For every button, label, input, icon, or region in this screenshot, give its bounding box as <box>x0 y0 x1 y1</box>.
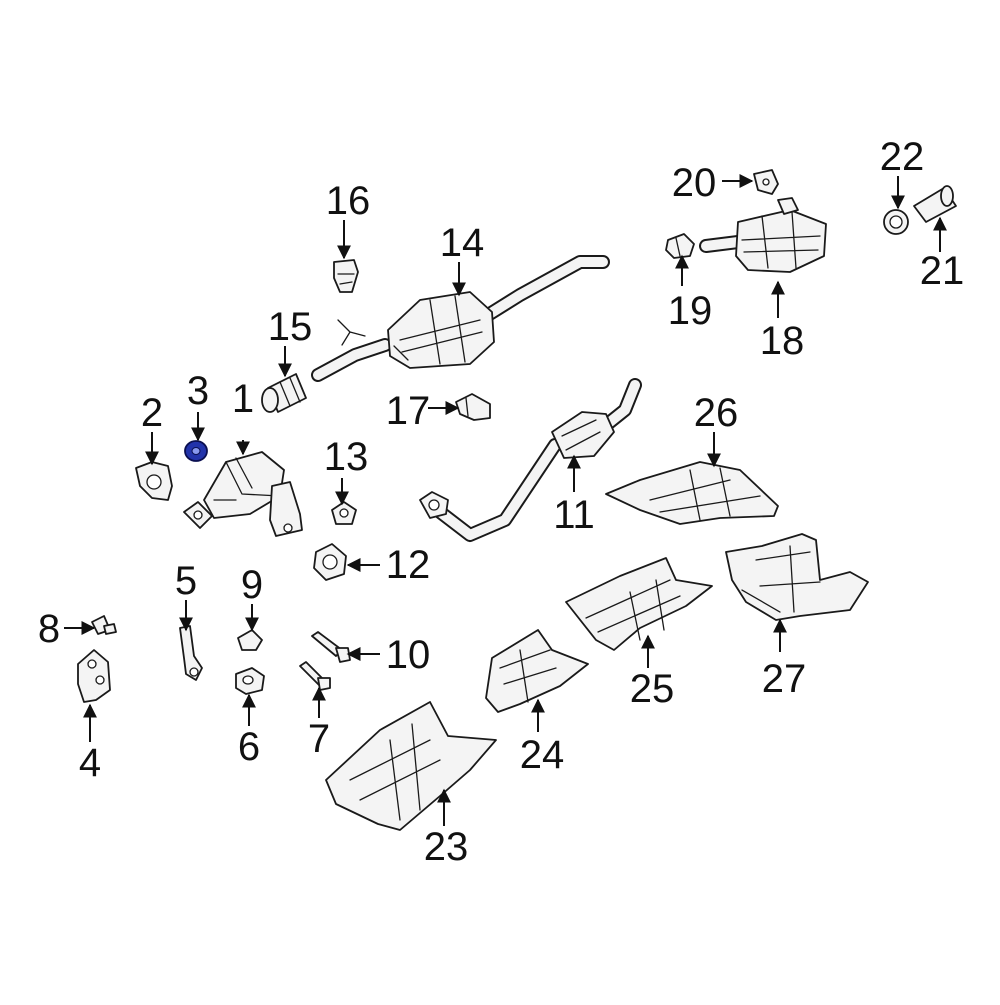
part-1-catalytic-converter[interactable] <box>183 451 303 537</box>
callout-17: 17 <box>386 389 431 433</box>
callout-20: 20 <box>672 161 717 205</box>
callout-13: 13 <box>324 435 369 479</box>
part-7-bolt[interactable] <box>299 661 331 691</box>
part-4-bracket[interactable] <box>77 649 111 703</box>
callout-6: 6 <box>238 725 260 769</box>
callout-12: 12 <box>386 543 431 587</box>
part-6-rubber-mount[interactable] <box>235 667 265 695</box>
part-18-rear-muffler[interactable] <box>699 197 827 273</box>
callout-25: 25 <box>630 667 675 711</box>
part-21-tailpipe-tip[interactable] <box>913 185 957 223</box>
part-3-gasket-highlighted[interactable] <box>184 440 208 462</box>
callout-22: 22 <box>880 135 925 179</box>
part-9-rubber-mount[interactable] <box>237 629 263 651</box>
callout-11: 11 <box>553 493 595 537</box>
part-27-heat-shield[interactable] <box>725 533 869 621</box>
callout-27: 27 <box>762 657 807 701</box>
callout-15: 15 <box>268 305 313 349</box>
part-13-bracket[interactable] <box>331 501 357 525</box>
callout-16: 16 <box>326 179 371 223</box>
leader-arrows <box>64 174 947 826</box>
part-5-hanger-strap[interactable] <box>179 625 203 681</box>
part-19-clamp[interactable] <box>665 233 695 259</box>
callout-23: 23 <box>424 825 469 869</box>
part-17-clamp[interactable] <box>455 393 491 421</box>
callout-labels: 1 2 3 4 5 6 7 8 9 10 11 12 13 14 15 16 1… <box>38 135 964 869</box>
part-20-bracket[interactable] <box>753 169 779 195</box>
callout-24: 24 <box>520 733 565 777</box>
part-22-ring-clamp[interactable] <box>883 209 909 235</box>
part-16-hanger[interactable] <box>333 259 359 293</box>
callout-21: 21 <box>920 249 965 293</box>
callout-5: 5 <box>175 559 197 603</box>
part-11-front-pipe-converter[interactable] <box>419 378 642 542</box>
callout-3: 3 <box>187 369 209 413</box>
part-10-bolt[interactable] <box>311 631 351 663</box>
part-26-heat-shield[interactable] <box>605 461 779 525</box>
part-23-heat-shield[interactable] <box>325 701 497 831</box>
part-12-flange-gasket[interactable] <box>313 543 347 581</box>
part-8-bolt[interactable] <box>91 615 117 635</box>
callout-4: 4 <box>79 741 101 785</box>
callout-14: 14 <box>440 221 485 265</box>
callout-2: 2 <box>141 391 163 435</box>
callout-18: 18 <box>760 319 805 363</box>
part-24-heat-shield[interactable] <box>485 629 589 713</box>
callout-10: 10 <box>386 633 431 677</box>
callout-8: 8 <box>38 607 60 651</box>
part-14-center-pipe-resonator[interactable] <box>311 255 610 382</box>
callout-7: 7 <box>308 717 330 761</box>
callout-19: 19 <box>668 289 713 333</box>
part-25-heat-shield[interactable] <box>565 557 713 651</box>
callout-26: 26 <box>694 391 739 435</box>
callout-1: 1 <box>232 377 254 421</box>
part-15-clamp[interactable] <box>261 373 307 413</box>
part-2-flange-gasket[interactable] <box>135 461 173 501</box>
callout-9: 9 <box>241 563 263 607</box>
